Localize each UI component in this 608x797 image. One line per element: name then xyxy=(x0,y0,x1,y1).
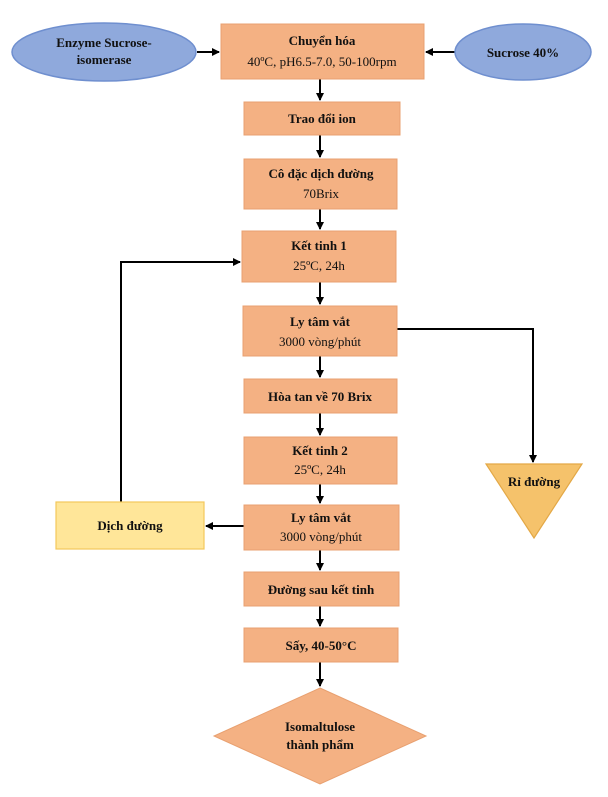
step-crystallization2-detail: 25ºC, 24h xyxy=(294,462,346,477)
step-drying: Sấy, 40-50°C xyxy=(243,627,399,663)
enzyme-label-line2: isomerase xyxy=(77,52,132,67)
final-product: Isomaltulose thành phẩm xyxy=(212,687,428,785)
step-concentration: Cô đặc dịch đường 70Brix xyxy=(243,158,398,210)
step-crystallization2: Kết tinh 2 25ºC, 24h xyxy=(243,436,398,485)
step-crystallization2-title: Kết tinh 2 xyxy=(292,443,348,458)
sucrose-label: Sucrose 40% xyxy=(487,45,559,60)
step-conversion-title: Chuyển hóa xyxy=(289,33,356,48)
side-syrup-box xyxy=(55,501,205,550)
step-sugar-after-box xyxy=(243,571,400,607)
step-centrifuge2-box xyxy=(243,504,400,551)
step-crystallization1-detail: 25ºC, 24h xyxy=(293,258,345,273)
step-crystallization1: Kết tinh 1 25ºC, 24h xyxy=(241,230,397,283)
step-ion-exchange-box xyxy=(243,101,401,136)
final-product-line1: Isomaltulose xyxy=(285,719,355,734)
step-centrifuge1: Ly tâm vắt 3000 vòng/phút xyxy=(242,305,398,357)
step-crystallization1-title: Kết tinh 1 xyxy=(291,238,347,253)
step-dissolve-title: Hòa tan về 70 Brix xyxy=(268,389,372,404)
step-crystallization1-box xyxy=(241,230,397,283)
side-syrup: Dịch đường xyxy=(55,501,205,550)
step-concentration-box xyxy=(243,158,398,210)
step-concentration-detail: 70Brix xyxy=(303,186,340,201)
side-molasses-label: Rỉ đường xyxy=(508,474,561,489)
step-conversion-box xyxy=(220,23,425,80)
side-molasses-triangle xyxy=(484,463,584,540)
step-centrifuge2-detail: 3000 vòng/phút xyxy=(280,529,362,544)
step-drying-title: Sấy, 40-50°C xyxy=(286,638,357,653)
side-molasses: Rỉ đường xyxy=(484,463,584,540)
final-product-line2: thành phẩm xyxy=(286,737,354,752)
step-concentration-title: Cô đặc dịch đường xyxy=(269,166,374,181)
step-crystallization2-box xyxy=(243,436,398,485)
step-ion-exchange: Trao đổi ion xyxy=(243,101,401,136)
step-dissolve: Hòa tan về 70 Brix xyxy=(243,378,398,414)
enzyme-input: Enzyme Sucrose- isomerase xyxy=(11,22,197,82)
step-drying-box xyxy=(243,627,399,663)
step-ion-exchange-title: Trao đổi ion xyxy=(288,111,356,126)
step-centrifuge1-detail: 3000 vòng/phút xyxy=(279,334,361,349)
step-dissolve-box xyxy=(243,378,398,414)
step-conversion-detail: 40ºC, pH6.5-7.0, 50-100rpm xyxy=(247,54,396,69)
sucrose-input: Sucrose 40% xyxy=(454,23,592,81)
step-sugar-after: Đường sau kết tinh xyxy=(243,571,400,607)
side-syrup-label: Dịch đường xyxy=(97,518,163,533)
final-product-diamond xyxy=(212,687,428,785)
connectors xyxy=(120,48,537,687)
step-centrifuge2: Ly tâm vắt 3000 vòng/phút xyxy=(243,504,400,551)
step-centrifuge2-title: Ly tâm vắt xyxy=(291,510,352,525)
step-conversion: Chuyển hóa 40ºC, pH6.5-7.0, 50-100rpm xyxy=(220,23,425,80)
step-centrifuge1-title: Ly tâm vắt xyxy=(290,314,351,329)
enzyme-label-line1: Enzyme Sucrose- xyxy=(56,35,151,50)
enzyme-ellipse xyxy=(11,22,197,82)
arrow-centrifuge1-to-molasses xyxy=(397,328,537,463)
step-centrifuge1-box xyxy=(242,305,398,357)
sucrose-ellipse xyxy=(454,23,592,81)
step-sugar-after-title: Đường sau kết tinh xyxy=(268,582,375,597)
arrow-syrup-to-cryst1 xyxy=(120,258,241,502)
